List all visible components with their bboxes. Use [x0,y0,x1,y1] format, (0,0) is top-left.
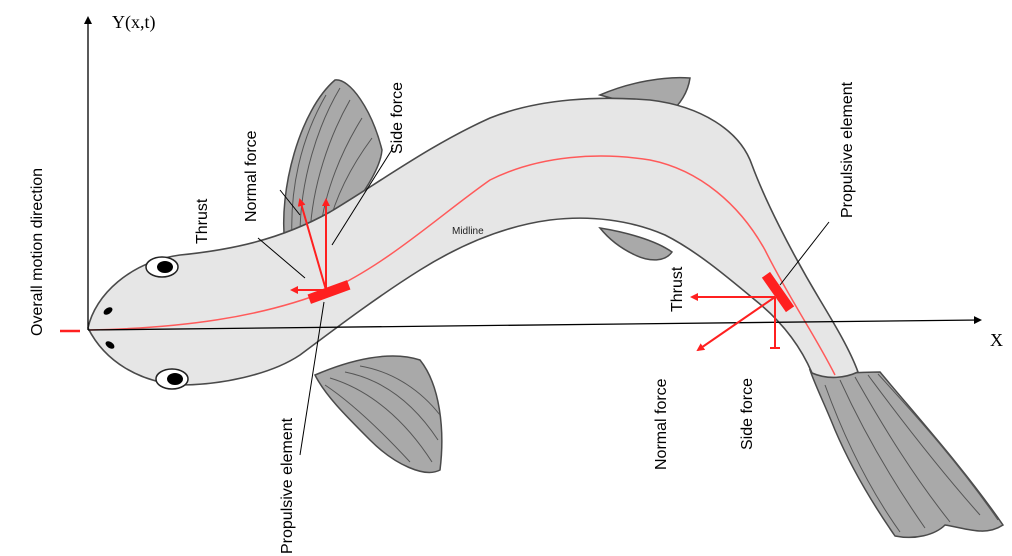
lower-pectoral-fin [315,356,442,472]
thrust-rear-label: Thrust [669,266,686,312]
upper-eye [146,257,178,277]
normal-force-front-label: Normal force [243,130,260,222]
side-force-front-label: Side force [389,82,406,154]
normal-force-rear-label: Normal force [653,378,670,470]
tail-fin [810,370,1003,537]
overall-motion-direction-label: Overall motion direction [29,168,46,336]
propulsive-element-rear-label: Propulsive element [839,81,856,218]
side-force-rear-label: Side force [739,378,756,450]
midline-label: Midline [452,226,484,237]
propulsive-element-front-label: Propulsive element [279,417,296,554]
y-axis-label: Y(x,t) [112,12,156,33]
x-axis-label: X [990,330,1003,350]
thrust-front-label: Thrust [194,198,211,244]
lower-eye [156,369,188,389]
